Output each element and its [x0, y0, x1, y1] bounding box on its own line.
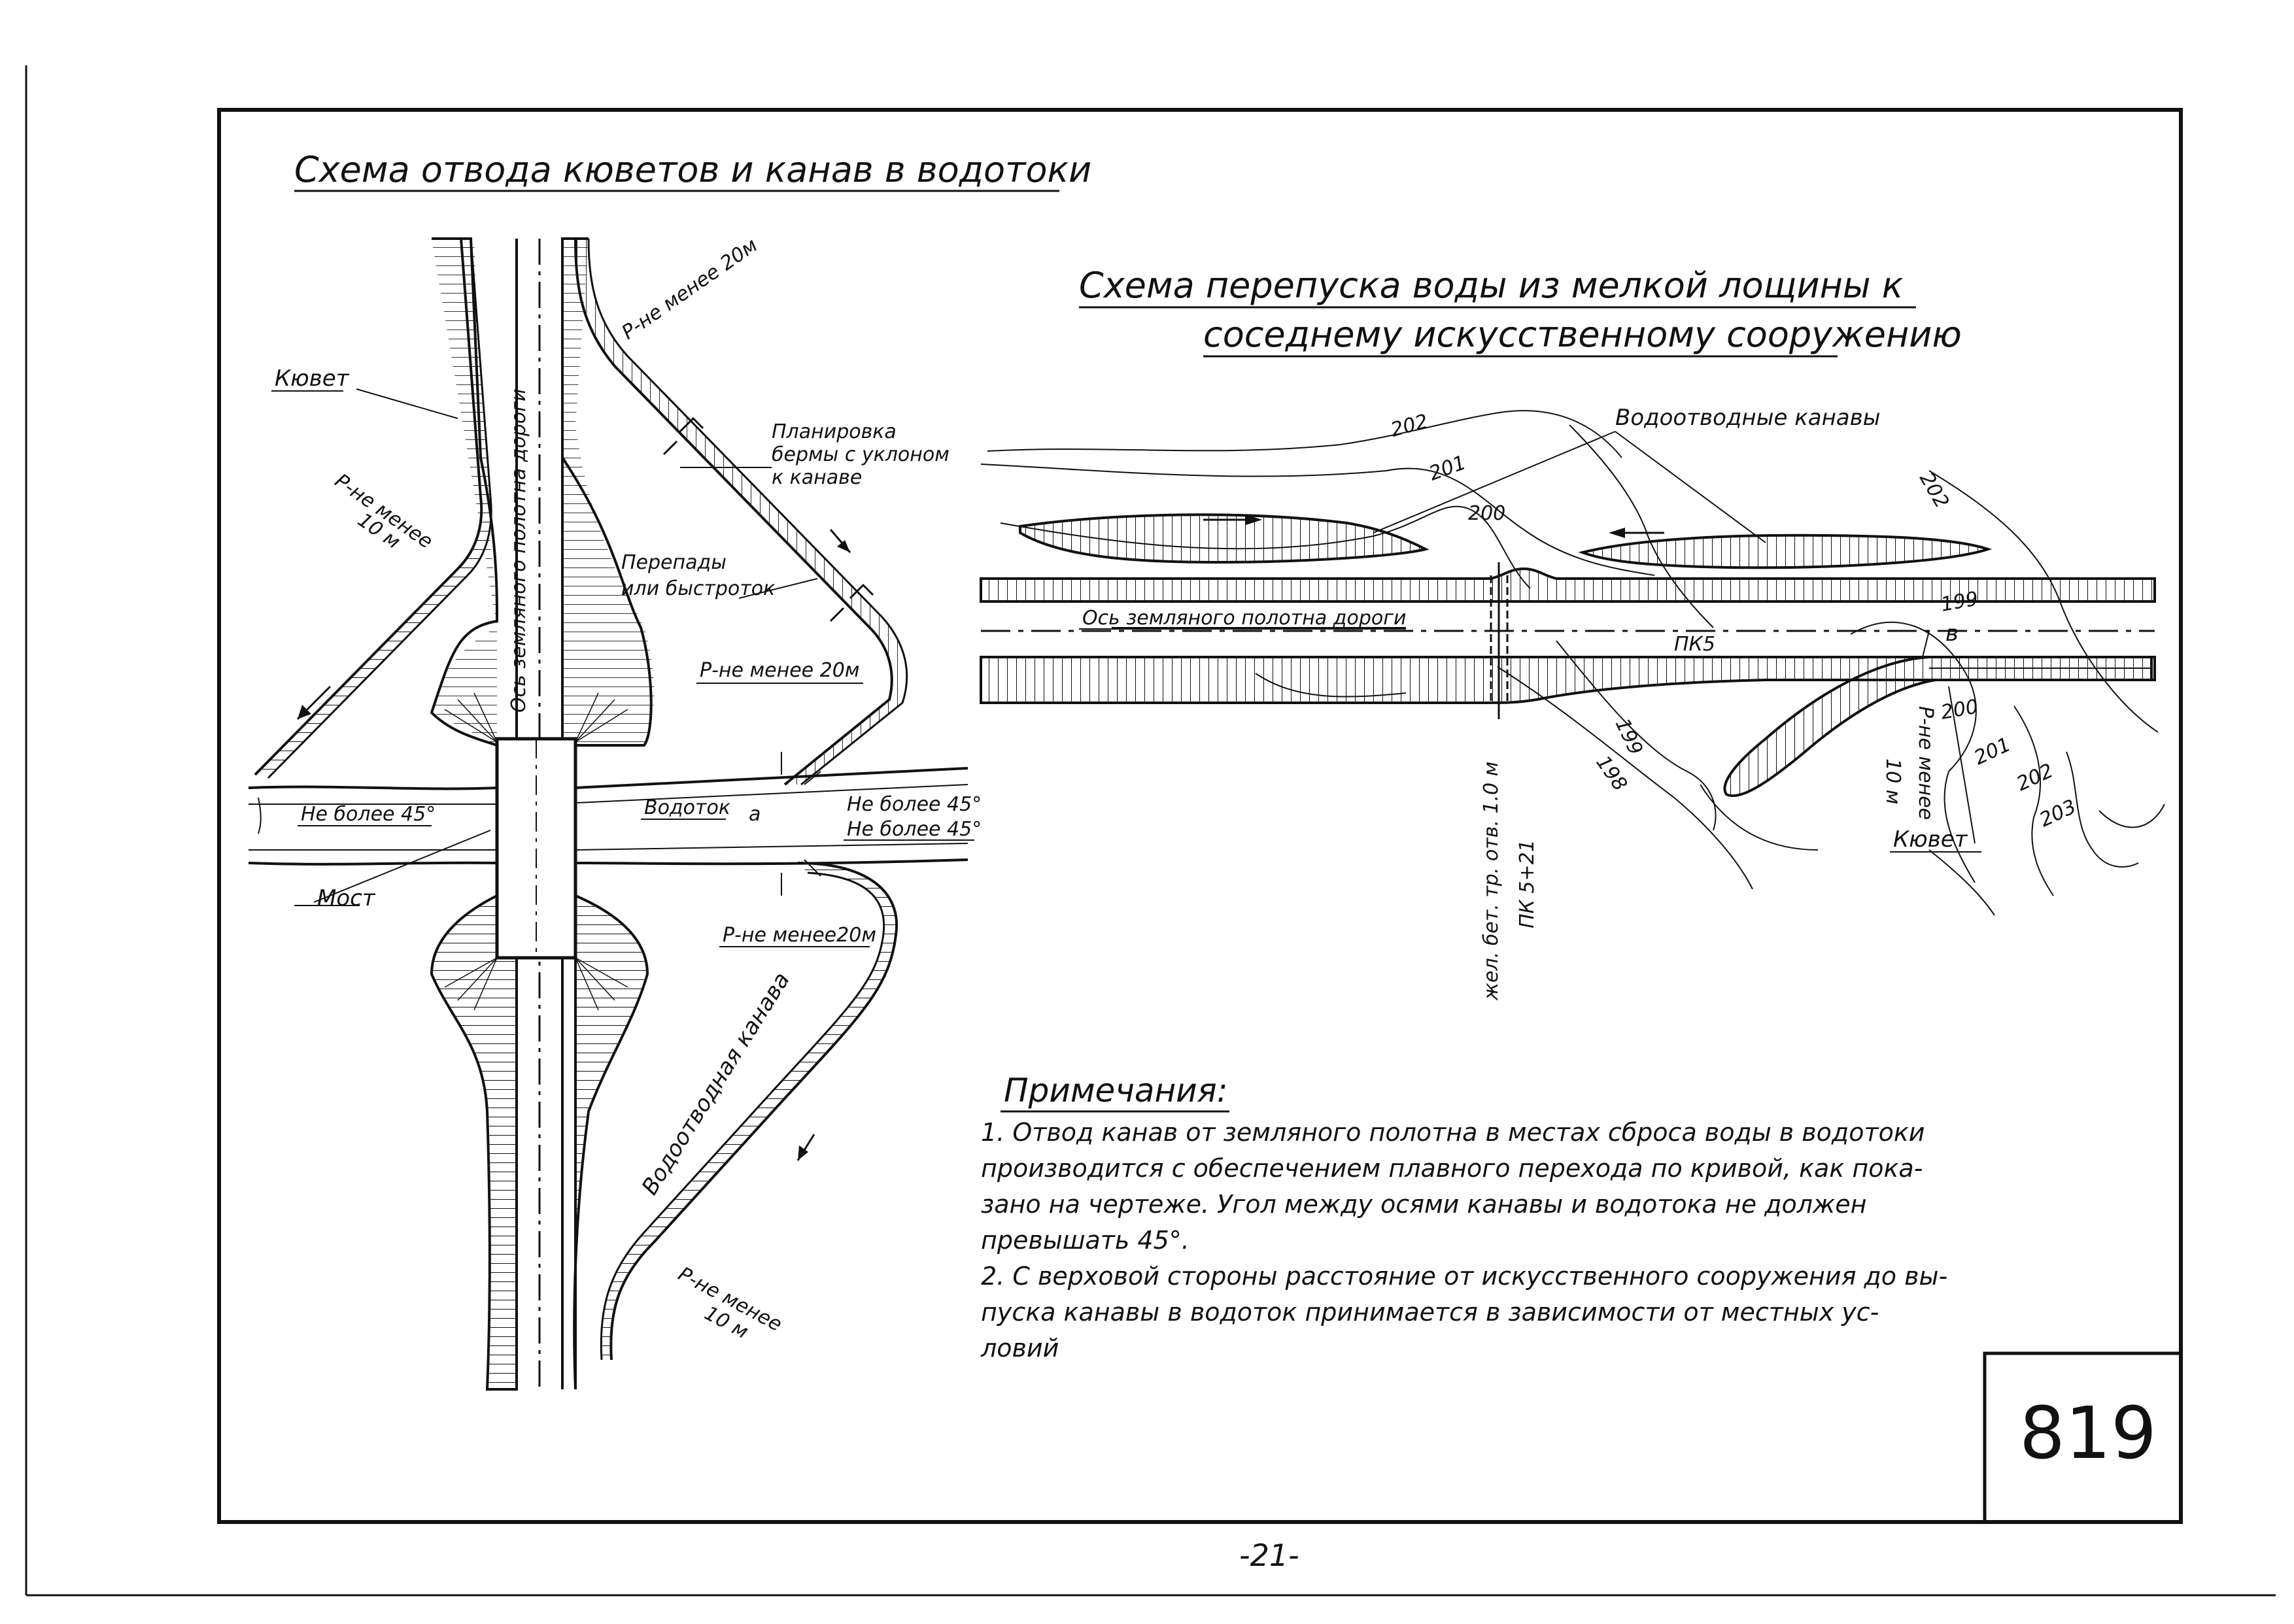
watercourse-inner-1	[248, 784, 968, 805]
right-scheme: Схема перепуска воды из мелкой лощины к …	[980, 265, 2165, 1001]
label-pipe-2: ПК 5+21	[1516, 839, 1539, 928]
contour-label: 201	[1426, 451, 1469, 485]
label-planning-3: к канаве	[772, 466, 862, 489]
label-planning-1: Планировка	[772, 420, 897, 443]
note-line: 2. С верховой стороны расстояние от иску…	[981, 1262, 1947, 1291]
left-scheme-title: Схема отвода кюветов и канав в водотоки	[294, 149, 1091, 190]
upper-right-flow-arrowhead	[837, 540, 850, 552]
page-number: -21-	[1239, 1538, 1299, 1573]
label-bridge: Мост	[317, 885, 376, 911]
right-scheme-title-line1: Схема перепуска воды из мелкой лощины к	[1079, 265, 1904, 306]
contour-label: 202	[1915, 469, 1953, 513]
note-line: ловий	[980, 1334, 1059, 1362]
label-drops-2: или быстроток	[621, 577, 775, 600]
kyuvet-flow-arrowhead	[298, 705, 311, 719]
right-scheme-title-line2: соседнему искусственному сооружению	[1203, 314, 1962, 355]
contour-label: 202	[1388, 410, 1430, 442]
drop-structures	[662, 416, 874, 622]
label-angle-right-2: Не более 45°	[847, 818, 982, 841]
label-radius-2: 10 м	[1881, 758, 1904, 804]
contour-label: 202	[2013, 759, 2057, 796]
label-drain-ditches: Водоотводные канавы	[1615, 405, 1881, 431]
label-stream-letter: а	[749, 803, 761, 826]
left-scheme: Схема отвода кюветов и канав в водотоки …	[248, 149, 1091, 1391]
sheet-number: 819	[2019, 1391, 2157, 1475]
road-axis-label: Ось земляного полотна дороги	[507, 389, 530, 713]
contour-label: 200	[1468, 502, 1505, 525]
note-line: производится с обеспечением плавного пер…	[981, 1154, 1923, 1183]
drainage-ditch-left	[1019, 513, 1429, 564]
watercourse-inner-2	[248, 843, 968, 851]
abutment-cone-rays	[444, 692, 628, 1011]
label-kyuvet-right: Кювет	[1893, 826, 1968, 853]
note-line: 1. Отвод канав от земляного полотна в ме…	[981, 1118, 1925, 1147]
road-upper-slope	[980, 567, 2156, 603]
note-line: зано на чертеже. Угол между осями канавы…	[981, 1190, 1866, 1219]
pipe-culvert	[1490, 562, 1509, 719]
embankment-lower	[430, 894, 518, 1391]
contour-label: 201	[1971, 733, 2015, 770]
watercourse-bank-bottom	[248, 858, 968, 866]
drawing-frame	[217, 108, 2183, 1524]
drainage-ditch-right	[1578, 528, 1993, 569]
label-pk5: ПК5	[1674, 633, 1715, 656]
label-kyuvet-left: Кювет	[275, 365, 350, 392]
angle-dimension-marks	[258, 752, 821, 896]
embankment-upper	[430, 237, 653, 747]
bridge	[495, 737, 577, 960]
label-angle-left: Не более 45°	[301, 803, 436, 826]
notes-block: Примечания: 1. Отвод канав от земляного …	[980, 1072, 1947, 1362]
lower-right-flow-arrowhead	[798, 1145, 808, 1160]
note-line: пуска канавы в водоток принимается в зав…	[981, 1298, 1879, 1327]
kyuvet-left-hatch	[255, 239, 492, 778]
leader-lines	[294, 388, 818, 906]
label-radius-top-right: Р-не менее 20м	[618, 234, 762, 345]
label-radius-lower-right: Р-не менее20м	[723, 924, 876, 947]
label-stream: Водоток	[644, 796, 730, 819]
notes-title: Примечания:	[1004, 1072, 1228, 1109]
label-road-axis: Ось земляного полотна дороги	[1082, 607, 1406, 630]
contour-label: 203	[2036, 795, 2080, 832]
label-radius-1: Р-не менее	[1914, 706, 1937, 820]
contour-label: 200	[1939, 695, 1979, 724]
note-line: превышать 45°.	[981, 1226, 1190, 1255]
embankment-upper-right-hatch	[562, 239, 655, 745]
road-lower-slope	[980, 656, 2156, 704]
label-drops-1: Перепады	[621, 551, 727, 574]
label-planning-2: бермы с уклоном	[772, 443, 950, 466]
label-letter-v: в	[1945, 620, 1959, 647]
right-leader-lines	[1112, 431, 1976, 844]
label-radius-mid-right: Р-не менее 20м	[700, 659, 859, 682]
contour-label: 198	[1591, 752, 1632, 796]
label-pipe-1: жел. бет. тр. отв. 1.0 м	[1480, 762, 1503, 1001]
sheet-number-box	[1983, 1351, 2183, 1524]
watercourse-bank-top	[248, 767, 968, 790]
embankment-lower-right	[573, 893, 649, 1390]
kyuvet-diversion	[1723, 656, 2153, 798]
label-angle-right-1: Не более 45°	[847, 793, 982, 816]
